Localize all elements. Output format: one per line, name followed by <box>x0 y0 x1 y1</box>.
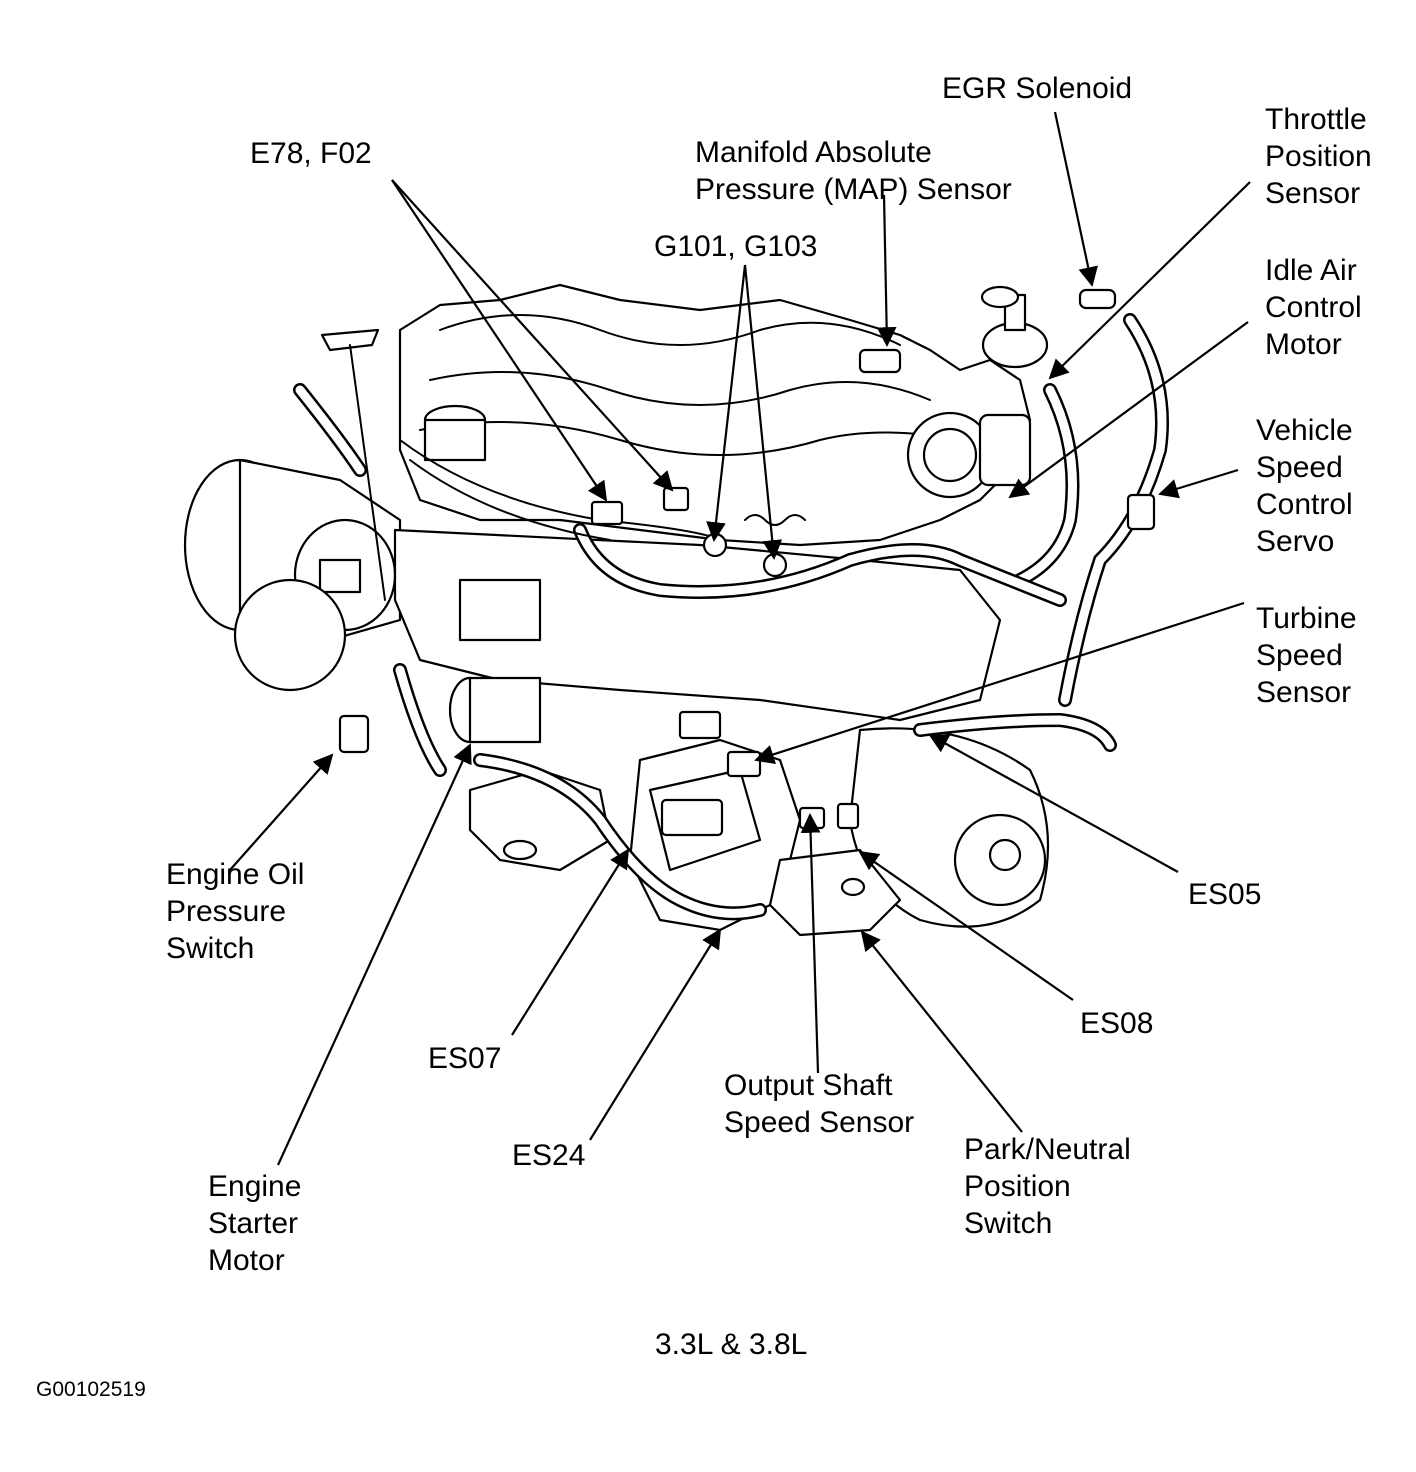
label-idle-air-control-motor: Idle Air Control Motor <box>1265 254 1362 361</box>
label-park-neutral-position-switch: Park/Neutral Position Switch <box>964 1133 1131 1240</box>
leader-idle-air-control-motor <box>1008 321 1249 499</box>
leader-es24 <box>589 928 722 1141</box>
label-throttle-position-sensor: Throttle Position Sensor <box>1265 103 1372 210</box>
leader-engine-oil-pressure-switch <box>229 753 334 871</box>
leader-park-neutral-position-switch <box>860 930 1023 1133</box>
engine-illustration <box>183 283 1169 937</box>
label-es05: ES05 <box>1188 878 1262 911</box>
label-turbine-speed-sensor: Turbine Speed Sensor <box>1256 602 1357 709</box>
label-engine-oil-pressure-switch: Engine Oil Pressure Switch <box>166 858 305 965</box>
leader-e78-f02-b <box>391 179 674 492</box>
leader-engine-starter-motor <box>276 743 472 1166</box>
leader-throttle-position-sensor <box>1048 181 1251 380</box>
diagram-caption: 3.3L & 3.8L <box>655 1328 808 1361</box>
label-es07: ES07 <box>428 1042 502 1075</box>
label-output-shaft-speed-sensor: Output Shaft Speed Sensor <box>724 1069 915 1139</box>
leader-es05 <box>928 734 1179 873</box>
leader-map-sensor <box>876 194 897 347</box>
leader-e78-f02-a <box>391 179 608 502</box>
leader-es08 <box>858 850 1074 1001</box>
label-es24: ES24 <box>512 1139 586 1172</box>
leader-turbine-speed-sensor <box>754 601 1245 764</box>
label-es08: ES08 <box>1080 1007 1154 1040</box>
label-engine-starter-motor: Engine Starter Motor <box>208 1170 302 1277</box>
label-e78-f02: E78, F02 <box>250 137 372 170</box>
leader-vehicle-speed-control-servo <box>1158 468 1239 499</box>
leader-es07 <box>511 848 630 1036</box>
label-egr-solenoid: EGR Solenoid <box>942 72 1133 105</box>
leader-egr-solenoid <box>1053 111 1098 287</box>
label-vehicle-speed-control-servo: Vehicle Speed Control Servo <box>1256 414 1353 558</box>
leader-output-shaft-speed-sensor <box>800 813 821 1074</box>
label-map-sensor: Manifold Absolute Pressure (MAP) Sensor <box>695 136 1012 206</box>
leader-g101-g103-a <box>706 264 747 542</box>
leader-lines <box>229 111 1251 1166</box>
label-g101-g103: G101, G103 <box>654 230 818 263</box>
leader-g101-g103-b <box>743 264 783 560</box>
figure-id: G00102519 <box>36 1378 146 1401</box>
